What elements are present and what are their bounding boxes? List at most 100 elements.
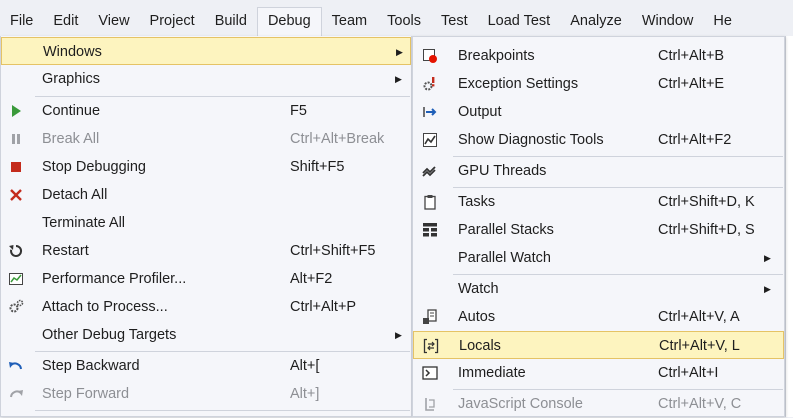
menu-item-label: Exception Settings [458, 76, 579, 92]
menu-item-shortcut: Shift+F5 [290, 159, 345, 175]
menu-item-label: Detach All [42, 187, 108, 203]
windows-menu-gpu-threads[interactable]: GPU Threads [413, 157, 784, 185]
windows-menu-autos[interactable]: Autos Ctrl+Alt+V, A [413, 303, 784, 331]
windows-menu-show-diagnostic-tools[interactable]: Show Diagnostic Tools Ctrl+Alt+F2 [413, 126, 784, 154]
windows-menu-parallel-stacks[interactable]: Parallel Stacks Ctrl+Shift+D, S [413, 216, 784, 244]
debug-menu-other-debug-targets[interactable]: Other Debug Targets ▶ [1, 321, 411, 349]
menu-item-shortcut: Ctrl+Alt+V, A [658, 309, 740, 325]
menu-file[interactable]: File [10, 13, 34, 29]
menu-edit[interactable]: Edit [53, 13, 79, 29]
exception-settings-icon [422, 76, 438, 92]
menu-item-label: Stop Debugging [42, 159, 146, 175]
debug-menu-break-all[interactable]: Break All Ctrl+Alt+Break [1, 125, 411, 153]
menu-separator [453, 389, 783, 390]
menu-item-label: Parallel Stacks [458, 222, 554, 238]
menu-item-label: Graphics [42, 71, 101, 87]
menu-item-label: Step Backward [42, 358, 140, 374]
menu-test[interactable]: Test [441, 13, 468, 29]
menu-build[interactable]: Build [214, 13, 247, 29]
debug-menu-restart[interactable]: Restart Ctrl+Shift+F5 [1, 237, 411, 265]
menu-item-label: Output [458, 104, 502, 120]
menu-separator [35, 96, 410, 97]
right-arrow-icon: ▶ [395, 74, 402, 84]
debug-menu-continue[interactable]: Continue F5 [1, 97, 411, 125]
debug-menu-stop-debugging[interactable]: Stop Debugging Shift+F5 [1, 153, 411, 181]
step-forward-icon [8, 386, 24, 402]
menu-bar: File Edit View Project Build Debug Team … [0, 0, 793, 37]
debug-menu-step-backward[interactable]: Step Backward Alt+[ [1, 352, 411, 380]
debug-menu-detach-all[interactable]: Detach All [1, 181, 411, 209]
windows-submenu: Breakpoints Ctrl+Alt+B Exception Setting… [412, 36, 785, 417]
windows-menu-tasks[interactable]: Tasks Ctrl+Shift+D, K [413, 188, 784, 216]
gpu-threads-icon [422, 163, 438, 179]
menu-debug[interactable]: Debug [256, 7, 322, 37]
windows-menu-exception-settings[interactable]: Exception Settings Ctrl+Alt+E [413, 70, 784, 98]
restart-icon [8, 243, 24, 259]
breakpoints-icon [422, 48, 438, 64]
debug-menu-attach-to-process[interactable]: Attach to Process... Ctrl+Alt+P [1, 293, 411, 321]
autos-icon [422, 309, 438, 325]
menu-item-label: Watch [458, 281, 499, 297]
debug-menu-step-forward[interactable]: Step Forward Alt+] [1, 380, 411, 408]
menu-item-shortcut: Ctrl+Alt+F2 [658, 132, 732, 148]
menu-item-label: Break All [42, 131, 100, 147]
windows-menu-output[interactable]: Output [413, 98, 784, 126]
menu-item-label: Tasks [458, 194, 496, 210]
menu-analyze[interactable]: Analyze [570, 13, 622, 29]
menu-item-shortcut: Alt+] [290, 386, 320, 402]
menu-item-label: Breakpoints [458, 48, 535, 64]
debug-menu-performance-profiler[interactable]: Performance Profiler... Alt+F2 [1, 265, 411, 293]
windows-menu-parallel-watch[interactable]: Parallel Watch ▶ [413, 244, 784, 272]
menu-item-shortcut: Ctrl+Alt+V, L [659, 338, 740, 354]
menu-item-shortcut: Alt+[ [290, 358, 320, 374]
menu-project[interactable]: Project [149, 13, 195, 29]
menu-separator [453, 187, 783, 188]
right-arrow-icon: ▶ [395, 330, 402, 340]
windows-menu-immediate[interactable]: Immediate Ctrl+Alt+I [413, 359, 784, 387]
parallel-stacks-icon [422, 222, 438, 238]
menu-item-label: Show Diagnostic Tools [458, 132, 604, 148]
menu-item-label: Terminate All [42, 215, 126, 231]
menu-item-shortcut: Ctrl+Alt+Break [290, 131, 385, 147]
menu-help[interactable]: He [713, 13, 732, 29]
detach-x-icon [8, 187, 24, 203]
continue-play-icon [8, 103, 24, 119]
diagnostic-tools-icon [422, 132, 438, 148]
windows-menu-breakpoints[interactable]: Breakpoints Ctrl+Alt+B [413, 42, 784, 70]
menu-view[interactable]: View [98, 13, 130, 29]
menu-item-shortcut: Ctrl+Alt+I [658, 365, 719, 381]
menu-tools[interactable]: Tools [387, 13, 421, 29]
menu-item-label: Attach to Process... [42, 299, 168, 315]
stop-icon [8, 159, 24, 175]
menu-item-label: Autos [458, 309, 496, 325]
debug-menu: Windows ▶ Graphics ▶ Continue F5 Break A… [0, 36, 412, 417]
right-arrow-icon: ▶ [764, 284, 771, 294]
menu-item-label: Parallel Watch [458, 250, 551, 266]
windows-menu-locals[interactable]: Locals Ctrl+Alt+V, L [413, 331, 784, 359]
pause-icon [8, 131, 24, 147]
menu-separator [453, 274, 783, 275]
menu-item-label: Continue [42, 103, 101, 119]
step-backward-icon [8, 358, 24, 374]
menu-item-shortcut: Ctrl+Alt+V, C [658, 396, 742, 412]
windows-menu-watch[interactable]: Watch ▶ [413, 275, 784, 303]
debug-menu-terminate-all[interactable]: Terminate All [1, 209, 411, 237]
menu-item-label: JavaScript Console [458, 396, 583, 412]
output-icon [422, 104, 438, 120]
menu-item-shortcut: Alt+F2 [290, 271, 333, 287]
locals-icon [423, 338, 439, 354]
menu-item-shortcut: Ctrl+Alt+E [658, 76, 725, 92]
menu-item-label: Immediate [458, 365, 526, 381]
windows-menu-javascript-console[interactable]: JavaScript Console Ctrl+Alt+V, C [413, 390, 784, 418]
menu-team[interactable]: Team [331, 13, 368, 29]
debug-menu-graphics[interactable]: Graphics ▶ [1, 65, 411, 93]
menu-item-shortcut: Ctrl+Shift+F5 [290, 243, 376, 259]
debug-menu-windows[interactable]: Windows ▶ [1, 37, 411, 65]
menu-separator [35, 410, 410, 411]
menu-window[interactable]: Window [641, 13, 694, 29]
menu-load-test[interactable]: Load Test [487, 13, 551, 29]
menu-item-label: Step Forward [42, 386, 130, 402]
menu-item-label: Restart [42, 243, 89, 259]
menu-item-shortcut: Ctrl+Alt+P [290, 299, 357, 315]
menu-item-label: Locals [459, 338, 501, 354]
